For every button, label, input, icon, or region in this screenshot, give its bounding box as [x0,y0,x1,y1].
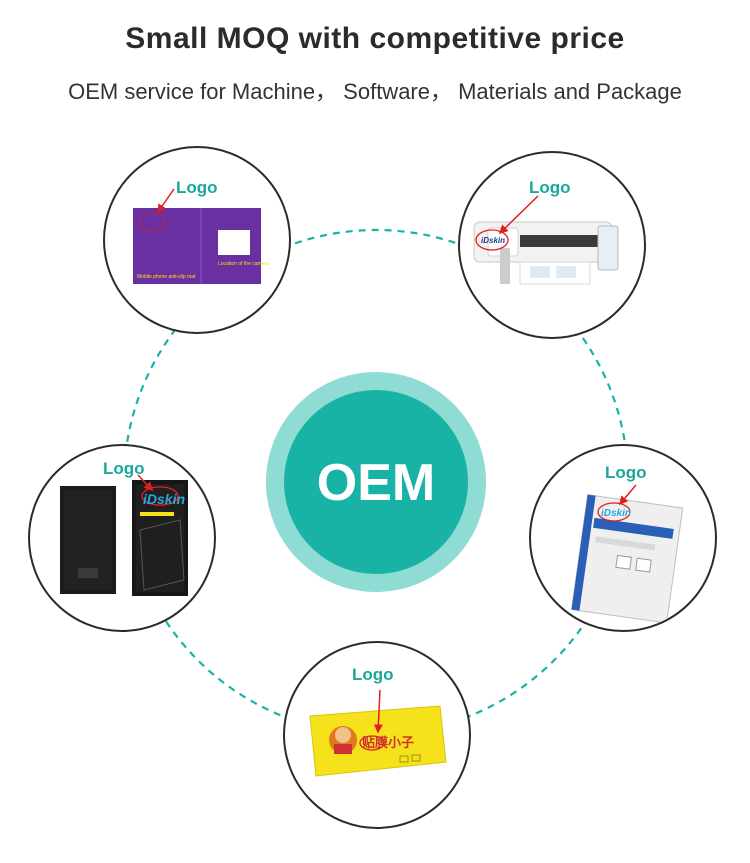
logo-highlight-ring [597,502,631,522]
logo-highlight-ring [359,735,385,751]
mat-text-right: Location of the camera [218,261,269,267]
node-sachet: 贴膜小子 Logo [283,641,471,829]
node-film-bag: iDskin Logo [529,444,717,632]
logo-arrow [498,195,539,235]
page-title: Small MOQ with competitive price [125,22,625,55]
oem-center-label: OEM [317,454,435,512]
page-subtitle: OEM service for Machine， Software， Mater… [68,79,682,104]
logo-arrow [137,474,154,492]
box-brand: iDskin [143,491,185,507]
machine-brand: iDskin [481,236,505,245]
node-box: iDskin Logo [28,444,216,632]
node-mat: Mobile phone anti-slip mat Location of t… [103,146,291,334]
oem-center: OEM [266,372,486,592]
logo-label-box: Logo [103,459,145,478]
logo-arrow [373,689,383,734]
logo-highlight-ring [141,486,179,506]
bag-brand: iDskin [601,508,631,519]
mat-text-left: Mobile phone anti-slip mat [137,274,196,280]
sachet-brand: 贴膜小子 [362,735,414,751]
logo-label-mat: Logo [176,178,218,197]
logo-highlight-ring [475,229,509,251]
logo-label-sachet: Logo [352,665,394,684]
logo-arrow [619,484,637,506]
logo-label-bag: Logo [605,463,647,482]
logo-highlight-ring [138,212,166,232]
logo-label-machine: Logo [529,178,571,197]
node-machine: iDskin Logo [458,151,646,339]
logo-arrow [157,188,175,214]
